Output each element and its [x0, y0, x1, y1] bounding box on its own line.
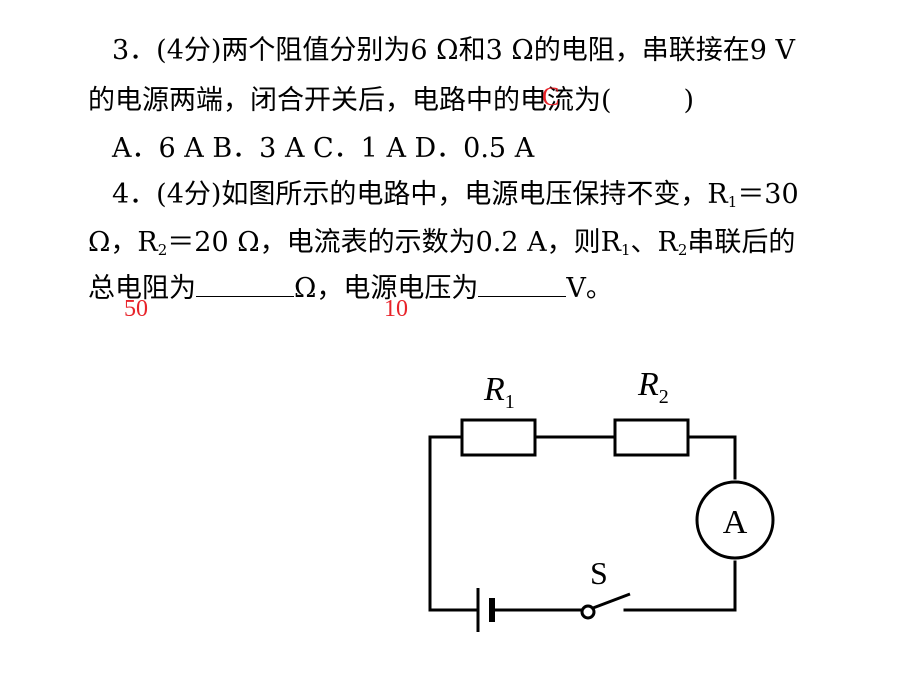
resistor-r1 [460, 418, 537, 457]
q4-text-2a: Ω，R [88, 227, 158, 258]
q4-text-3c: V。 [566, 273, 613, 304]
switch-blade [592, 592, 631, 610]
q4-text-3a: 总电阻为 [88, 273, 196, 304]
q4-text-1-end: ＝30 [737, 179, 799, 210]
q3-options-text: A．6 A B．3 A C．1 A D．0.5 A [112, 133, 535, 164]
label-r2: R2 [637, 366, 669, 408]
label-switch: S [590, 555, 608, 591]
q3-answer: C [542, 82, 560, 111]
q4-sub-1: 1 [727, 193, 738, 211]
q3-text-1: 3．(4分)两个阻值分别为6 Ω和3 Ω的电阻，串联接在9 V [112, 35, 795, 66]
q4-sub-2b: 1 [620, 241, 631, 259]
q4-sub-2c: 2 [677, 241, 688, 259]
q4-text-2b: ＝20 Ω，电流表的示数为0.2 A，则R [167, 227, 621, 258]
answer-blank-2[interactable] [478, 272, 567, 297]
ammeter [695, 480, 775, 560]
q3-text-2-end: ) [683, 85, 695, 116]
label-ammeter: A [723, 504, 748, 541]
q3-text-2: 的电源两端，闭合开关后，电路中的电流为( [88, 85, 612, 116]
q4-line2: Ω，R2＝20 Ω，电流表的示数为0.2 A，则R1、R2串联后的 [88, 226, 795, 267]
q4-sub-2a: 2 [157, 241, 168, 259]
q4-answer-1: 50 [124, 296, 148, 322]
q4-text-3b: Ω，电源电压为 [294, 273, 479, 304]
q3-line1: 3．(4分)两个阻值分别为6 Ω和3 Ω的电阻，串联接在9 V [112, 34, 795, 68]
q4-line1: 4．(4分)如图所示的电路中，电源电压保持不变，R1＝30 [112, 178, 799, 219]
q4-text-2d: 串联后的 [687, 227, 796, 258]
answer-blank-1[interactable] [196, 272, 294, 297]
q4-text-2c: 、R [630, 227, 678, 258]
q4-line3: 总电阻为 Ω，电源电压为 V。 [88, 272, 613, 306]
label-r1: R1 [483, 371, 515, 413]
q3-options: A．6 A B．3 A C．1 A D．0.5 A [112, 132, 534, 166]
switch-pivot [580, 604, 596, 620]
q4-text-1: 4．(4分)如图所示的电路中，电源电压保持不变，R [112, 179, 728, 210]
q4-answer-2: 10 [384, 296, 408, 322]
resistor-r2 [613, 418, 690, 457]
q3-line2: 的电源两端，闭合开关后，电路中的电流为() [88, 84, 694, 118]
